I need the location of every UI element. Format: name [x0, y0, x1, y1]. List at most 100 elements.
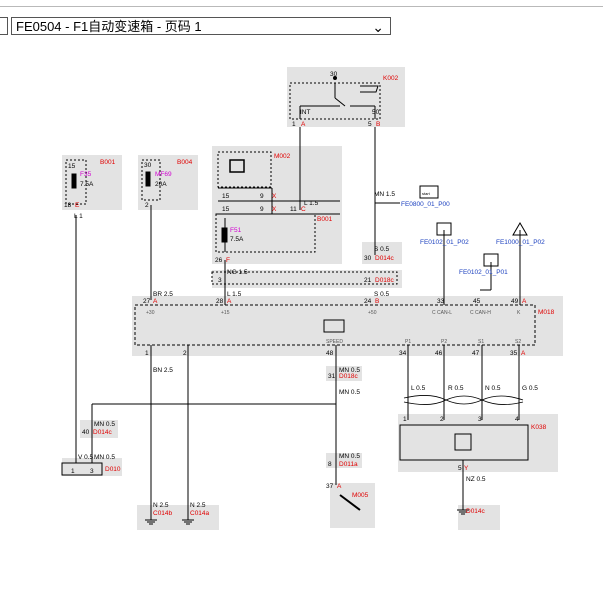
sensor-icon	[454, 433, 472, 451]
pin1: 1	[145, 350, 149, 357]
b001-pin18: 18	[64, 202, 72, 209]
pin40: 40	[82, 429, 90, 436]
pin2: 2	[183, 350, 187, 357]
m018-p1: P1	[405, 339, 411, 345]
wire-l05: L 0.5	[411, 385, 426, 392]
wire-l1: L 1	[74, 213, 83, 220]
speed-sensor-icon	[339, 494, 361, 511]
pin3: 3	[218, 277, 222, 284]
k038-pin2: 2	[440, 416, 444, 423]
pin47: 47	[472, 350, 480, 357]
m002-r1b: 9	[260, 193, 264, 200]
ground-d014c: D014c	[466, 508, 486, 515]
ground-c014a: C014a	[190, 510, 210, 517]
m002-pin11c: C	[301, 206, 306, 213]
link-can1[interactable]: FE0102_01_P02	[420, 239, 469, 246]
wire-ng15: NG 1.5	[227, 269, 248, 276]
can-link-icon	[483, 253, 499, 267]
m002-id: M002	[274, 153, 291, 160]
m018-speed: SPEED	[326, 339, 343, 345]
symbol-icons	[71, 76, 528, 511]
page-selector-value: FE0504 - F1自动变速箱 - 页码 1	[16, 19, 202, 34]
wire-nz05: NZ 0.5	[466, 476, 486, 483]
k038-pin5: 5	[458, 465, 462, 472]
mf69-box	[141, 159, 161, 201]
m002-r2b: 9	[260, 206, 264, 213]
wire-s05b: S 0.5	[374, 291, 390, 298]
pin21: 21	[364, 277, 372, 284]
m018-canh: C CAN-H	[470, 310, 491, 316]
wire-v05: V 0.5	[78, 454, 94, 461]
mf69-name: MF69	[155, 171, 172, 178]
link-can2[interactable]: FE1000_01_P02	[496, 239, 545, 246]
wire-s05: S 0.5	[374, 246, 390, 253]
pin35: 35	[510, 350, 518, 357]
k002-id: K002	[383, 75, 399, 82]
wire-mn05c: MN 0.5	[94, 421, 115, 428]
k038-pin3: 3	[478, 416, 482, 423]
k038-pin1: 1	[403, 416, 407, 423]
f35-name: F35	[80, 171, 92, 178]
link-start[interactable]: FE0800_01_P00	[401, 201, 450, 208]
link-can3[interactable]: FE0102_01_P01	[459, 269, 508, 276]
k002-int: INT	[300, 109, 311, 116]
pin33: 33	[437, 298, 445, 305]
fuse-icon	[71, 173, 77, 189]
b001-pin26c: F	[226, 257, 230, 264]
m018-p2: P2	[441, 339, 447, 345]
k002-pin1: 1	[292, 121, 296, 128]
divider	[0, 6, 603, 7]
d010-pin3: 3	[90, 468, 94, 475]
fuse-icon	[221, 227, 228, 243]
d018c-name: D018c	[375, 277, 395, 284]
chevron-down-icon[interactable]: ⌄	[372, 19, 384, 35]
menu-toggle-button[interactable]	[0, 17, 8, 35]
pin49: 49	[511, 298, 519, 305]
ground-c014b: C014b	[153, 510, 173, 517]
pin35c: A	[521, 350, 526, 357]
k002-pin-30: 30	[330, 71, 338, 78]
wire-mn15: MN 1.5	[374, 191, 395, 198]
d018c-pin31: D018c	[339, 373, 359, 380]
b001-left-id: B001	[100, 159, 116, 166]
pin8: 8	[328, 461, 332, 468]
d014c-name: D014c	[375, 255, 395, 262]
page-selector[interactable]: FE0504 - F1自动变速箱 - 页码 1 ⌄	[11, 17, 391, 35]
pin28c: A	[227, 298, 232, 305]
d014c-pin30: 30	[364, 255, 372, 262]
wire-n25b: N 2.5	[190, 502, 206, 509]
shaded-areas	[62, 67, 563, 530]
wire-l15b: L 1.5	[227, 291, 242, 298]
m002-r2c: X	[272, 206, 277, 213]
wire-mn05d: MN 0.5	[94, 454, 115, 461]
start-label: start	[422, 191, 431, 196]
k038-id: K038	[531, 424, 547, 431]
m002-pin11: 11	[290, 206, 297, 213]
wire-bn25: BN 2.5	[153, 367, 173, 374]
k038-pin4: 4	[515, 416, 519, 423]
m002-r2: 15	[222, 206, 230, 213]
d014c-pin40: D014c	[93, 429, 113, 436]
wire-g05: G 0.5	[522, 385, 538, 392]
pin37: 37	[326, 483, 334, 490]
fuse-icon	[145, 171, 151, 187]
m005-id: M005	[352, 492, 369, 499]
pin27c: A	[153, 298, 158, 305]
f51-name: F51	[230, 227, 242, 234]
k038-pin5c: Y	[464, 465, 469, 472]
k038-box	[399, 424, 529, 461]
m018-canl: C CAN-L	[432, 310, 452, 316]
pin34: 34	[399, 350, 407, 357]
wire-l15: L 1.5	[304, 200, 319, 207]
b001-pin18c: E	[75, 202, 80, 209]
m018-box	[134, 304, 536, 346]
d010-pin1: 1	[71, 468, 75, 475]
m002-r1: 15	[222, 193, 230, 200]
warning-icon	[512, 222, 528, 236]
m002-r1c: X	[272, 193, 277, 200]
pin46: 46	[435, 350, 443, 357]
title-bar: FE0504 - F1自动变速箱 - 页码 1 ⌄	[0, 0, 603, 48]
can-link-icon	[436, 222, 452, 236]
pin37c: A	[337, 483, 342, 490]
